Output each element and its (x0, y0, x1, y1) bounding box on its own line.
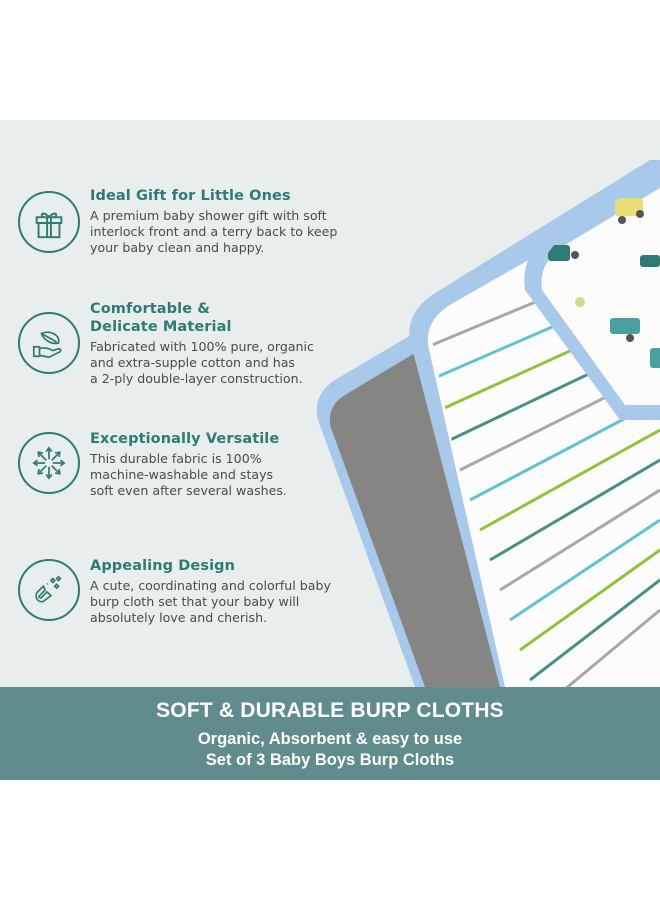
banner-subline-2: Set of 3 Baby Boys Burp Cloths (205, 751, 455, 769)
feature-description: This durable fabric is 100% machine-wash… (90, 451, 287, 498)
burp-cloths-illustration (316, 160, 660, 687)
feature-comfortable-material: Comfortable & Delicate Material Fabricat… (0, 298, 360, 398)
feature-description: A cute, coordinating and colorful baby b… (90, 578, 331, 625)
feature-title-line2: Delicate Material (90, 319, 232, 335)
feature-title-line1: Comfortable & (90, 301, 211, 317)
arrows-burst-icon (18, 432, 80, 494)
feature-appealing-design: Appealing Design A cute, coordinating an… (0, 555, 360, 635)
feature-description: A premium baby shower gift with soft int… (90, 208, 338, 255)
hand-leaf-icon (18, 312, 80, 374)
product-image (300, 120, 660, 687)
banner-headline: SOFT & DURABLE BURP CLOTHS (156, 699, 504, 722)
promo-banner: SOFT & DURABLE BURP CLOTHS Organic, Abso… (0, 687, 660, 780)
magnet-hearts-icon (18, 559, 80, 621)
banner-subline-1: Organic, Absorbent & easy to use (197, 730, 463, 748)
feature-ideal-gift: Ideal Gift for Little Ones A premium bab… (0, 183, 360, 263)
gift-icon (18, 191, 80, 253)
feature-versatile: Exceptionally Versatile This durable fab… (0, 428, 360, 508)
feature-panel: Ideal Gift for Little Ones A premium bab… (0, 120, 660, 687)
feature-title: Ideal Gift for Little Ones (90, 188, 291, 204)
feature-title: Comfortable & Delicate Material (90, 300, 232, 336)
feature-description: Fabricated with 100% pure, organic and e… (90, 339, 314, 386)
feature-title: Appealing Design (90, 558, 236, 574)
feature-title: Exceptionally Versatile (90, 431, 280, 447)
